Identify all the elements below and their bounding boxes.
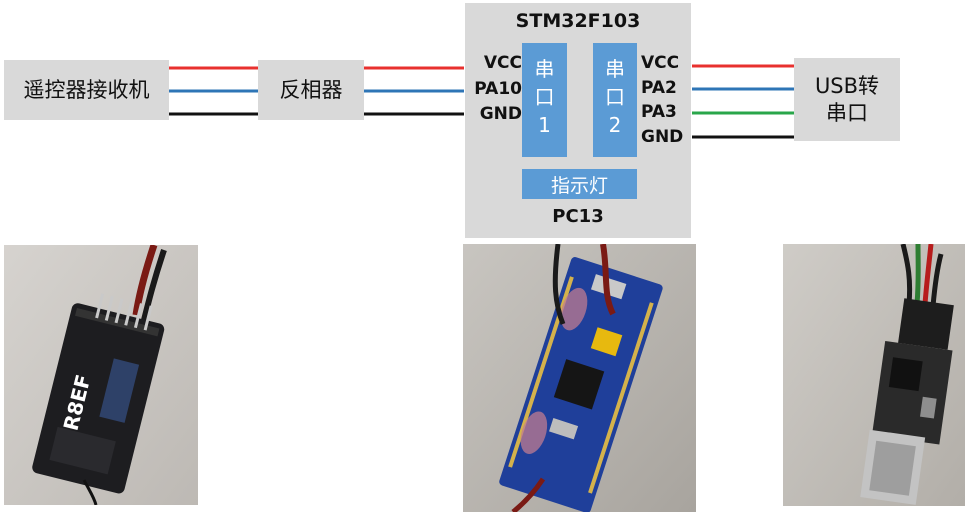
- pin-gnd-right: GND: [641, 127, 683, 147]
- stm32-board-photo: [463, 244, 696, 512]
- inverter-label: 反相器: [280, 77, 343, 104]
- led-label: 指示灯: [551, 171, 608, 198]
- led-pin-label: PC13: [465, 206, 691, 227]
- inverter-box: 反相器: [258, 60, 364, 120]
- usb-label-line-2: 串口: [826, 100, 868, 127]
- serial-port-1: 串 口 1: [522, 43, 567, 157]
- serial-port-2: 串 口 2: [593, 43, 637, 157]
- usb-serial-box: USB转 串口: [794, 58, 900, 141]
- port2-char-1: 串: [593, 55, 637, 83]
- port2-char-2: 口: [593, 83, 637, 111]
- receiver-label: 遥控器接收机: [24, 77, 150, 104]
- pin-vcc-left: VCC: [462, 53, 522, 73]
- port1-char-1: 串: [522, 55, 567, 83]
- indicator-led: 指示灯: [522, 169, 637, 199]
- port1-char-2: 口: [522, 83, 567, 111]
- port1-char-3: 1: [522, 111, 567, 139]
- port2-char-3: 2: [593, 111, 637, 139]
- receiver-box: 遥控器接收机: [4, 60, 169, 120]
- pin-vcc-right: VCC: [641, 53, 679, 73]
- pin-pa2: PA2: [641, 78, 677, 98]
- pin-pa10: PA10: [462, 79, 522, 99]
- pin-gnd-left: GND: [462, 104, 522, 124]
- usb-serial-photo: [783, 244, 965, 506]
- receiver-photo: R8EF: [4, 245, 198, 505]
- pin-pa3: PA3: [641, 102, 677, 122]
- usb-label-line-1: USB转: [815, 73, 879, 100]
- mcu-title: STM32F103: [465, 10, 691, 32]
